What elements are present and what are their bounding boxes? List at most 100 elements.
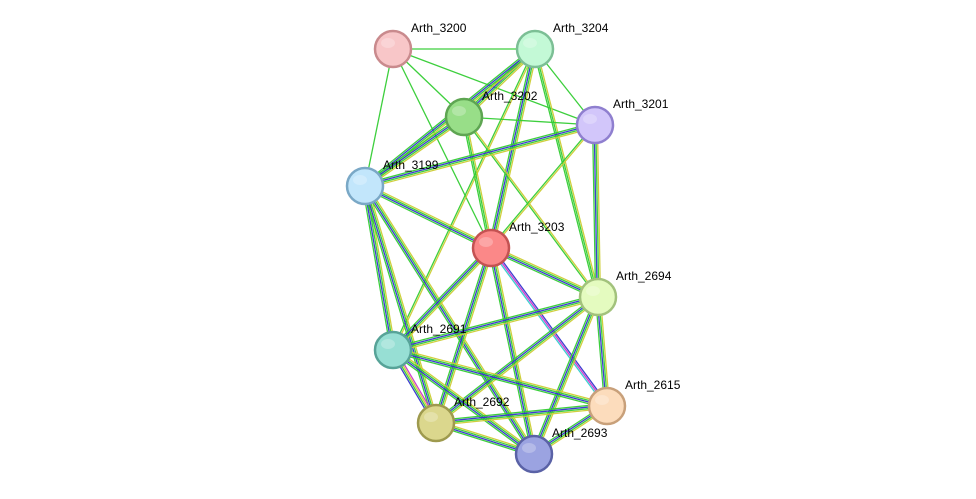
edge-line [392,348,536,455]
edge-Arth_3204-Arth_2691[interactable] [391,48,537,351]
edge-line [490,124,597,250]
edge-line [364,48,394,187]
edge-line [390,245,490,349]
edge-line [489,247,534,455]
edge-Arth_3203-Arth_2615[interactable] [489,246,609,408]
edge-line [492,246,537,455]
node-label: Arth_3199 [383,158,439,172]
edge-line [434,247,491,424]
node-arth_3202[interactable]: Arth_3202 [444,89,538,137]
edge-Arth_3201-Arth_3203[interactable] [489,123,597,250]
edge-Arth_3200-Arth_3199[interactable] [364,48,394,187]
edge-line [531,295,597,454]
edge-Arth_3204-Arth_2694[interactable] [532,47,601,299]
edge-Arth_2615-Arth_2692[interactable] [435,402,608,427]
edge-Arth_3202-Arth_3203[interactable] [461,116,494,249]
edge-line [392,348,608,406]
edge-Arth_3203-Arth_2694[interactable] [489,245,600,300]
edge-Arth_3200-Arth_3203[interactable] [392,48,492,249]
node-arth_2692[interactable]: Arth_2692 [416,395,510,443]
node-label: Arth_2615 [625,378,681,392]
edge-line [365,183,493,247]
edge-line [490,246,599,297]
node-label: Arth_3204 [553,21,609,35]
edge-line [364,125,596,188]
node-circle[interactable] [345,166,385,206]
edge-Arth_3201-Arth_3199[interactable] [363,122,597,189]
edge-line [435,404,608,423]
edge-Arth_2691-Arth_2615[interactable] [391,347,609,409]
edge-Arth_2694-Arth_2693[interactable] [531,295,601,456]
node-arth_3199[interactable]: Arth_3199 [345,158,439,206]
edge-Arth_3201-Arth_2694[interactable] [591,124,602,298]
node-circle[interactable] [373,330,413,370]
edge-line [362,186,435,425]
edge-Arth_3202-Arth_3199[interactable] [362,114,467,189]
edge-Arth_3199-Arth_2692[interactable] [362,184,439,425]
node-circle[interactable] [373,29,413,69]
edge-line [463,116,596,126]
edge-line [392,247,493,352]
node-arth_3204[interactable]: Arth_3204 [515,21,609,69]
edge-line [363,185,436,424]
edge-line [391,349,535,456]
edge-Arth_2691-Arth_2693[interactable] [390,347,537,457]
node-arth_2691[interactable]: Arth_2691 [373,322,467,370]
edge-line [532,48,598,299]
edge-line [435,402,608,422]
node-label: Arth_3203 [509,220,565,234]
node-arth_3200[interactable]: Arth_3200 [373,21,467,69]
edge-line [532,296,598,455]
edge-Arth_3203-Arth_2691[interactable] [390,245,494,353]
node-arth_2694[interactable]: Arth_2694 [578,269,672,317]
node-circle[interactable] [471,228,511,268]
edge-line [534,48,599,298]
node-circle[interactable] [444,97,484,137]
node-circle[interactable] [578,277,618,317]
edge-line [434,295,599,424]
edge-line [391,246,492,351]
edge-line [391,351,608,409]
edge-line [596,124,602,298]
node-circle[interactable] [514,434,554,474]
edge-Arth_2694-Arth_2691[interactable] [391,294,600,353]
edge-line [490,248,599,299]
edge-line [392,295,599,350]
node-circle[interactable] [416,403,456,443]
edge-line [393,347,537,453]
node-arth_3203[interactable]: Arth_3203 [471,220,565,268]
edge-line [363,122,596,185]
edge-line [366,184,537,454]
node-circle[interactable] [515,29,555,69]
edge-Arth_3203-Arth_2692[interactable] [433,246,494,425]
edge-line [390,351,534,457]
edge-Arth_3203-Arth_2693[interactable] [488,246,537,456]
node-circle[interactable] [575,105,615,145]
node-arth_2693[interactable]: Arth_2693 [514,426,608,474]
edge-Arth_3199-Arth_2693[interactable] [362,184,537,456]
edge-line [364,117,466,188]
node-highlight [523,38,537,48]
edge-line [490,247,608,407]
edge-line [464,116,494,249]
node-arth_3201[interactable]: Arth_3201 [575,97,669,145]
edge-line [364,184,493,248]
edge-line [593,124,598,298]
edge-line [535,47,601,298]
edge-line [534,296,600,455]
node-circle[interactable] [587,386,627,426]
edge-line [362,114,464,185]
node-label: Arth_2692 [454,395,510,409]
edge-line [461,116,491,249]
edge-line [491,247,536,455]
node-label: Arth_2694 [616,269,672,283]
node-arth_2615[interactable]: Arth_2615 [587,378,681,426]
edge-line [363,185,393,351]
edge-Arth_3202-Arth_2694[interactable] [462,115,600,299]
edge-Arth_3199-Arth_3203[interactable] [363,183,493,251]
node-highlight [522,443,536,453]
edge-line [435,406,608,425]
edge-Arth_3202-Arth_3201[interactable] [463,116,596,126]
